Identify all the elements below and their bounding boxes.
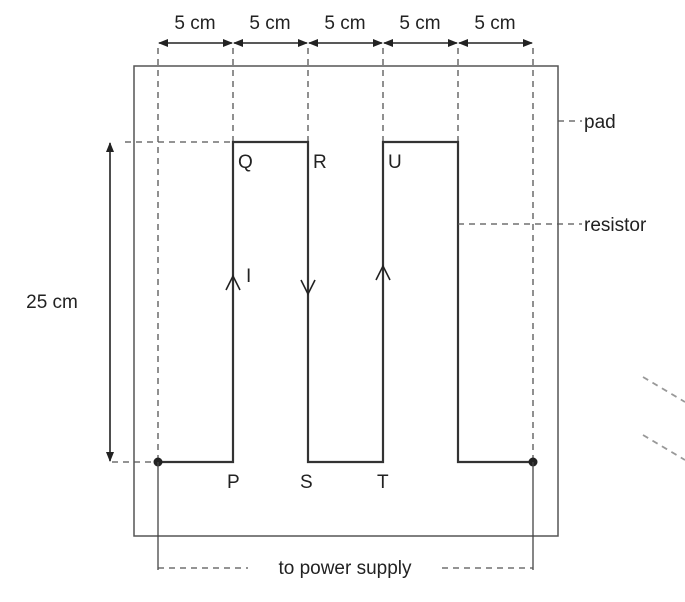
resistor-label: resistor <box>584 215 647 236</box>
point-p: P <box>227 472 240 493</box>
point-t: T <box>377 472 389 493</box>
segment-label-1: 5 cm <box>174 13 215 34</box>
segment-label-2: 5 cm <box>249 13 290 34</box>
point-q: Q <box>238 152 253 173</box>
height-label: 25 cm <box>26 292 78 313</box>
segment-label-3: 5 cm <box>324 13 365 34</box>
current-arrow-up-icon <box>375 264 391 281</box>
vertical-guides <box>157 48 534 462</box>
segment-label-5: 5 cm <box>474 13 515 34</box>
power-supply-label: to power supply <box>278 558 412 579</box>
current-arrow-down-icon <box>300 279 316 296</box>
cropped-dashed-lines <box>642 376 685 461</box>
point-r: R <box>313 152 327 173</box>
point-s: S <box>300 472 313 493</box>
pad-label: pad <box>584 112 616 133</box>
segment-label-4: 5 cm <box>399 13 440 34</box>
current-arrow-up-icon <box>225 274 241 291</box>
current-label: I <box>246 266 251 287</box>
resistor-track <box>158 140 533 464</box>
point-u: U <box>388 152 402 173</box>
pad-rectangle <box>133 65 559 537</box>
